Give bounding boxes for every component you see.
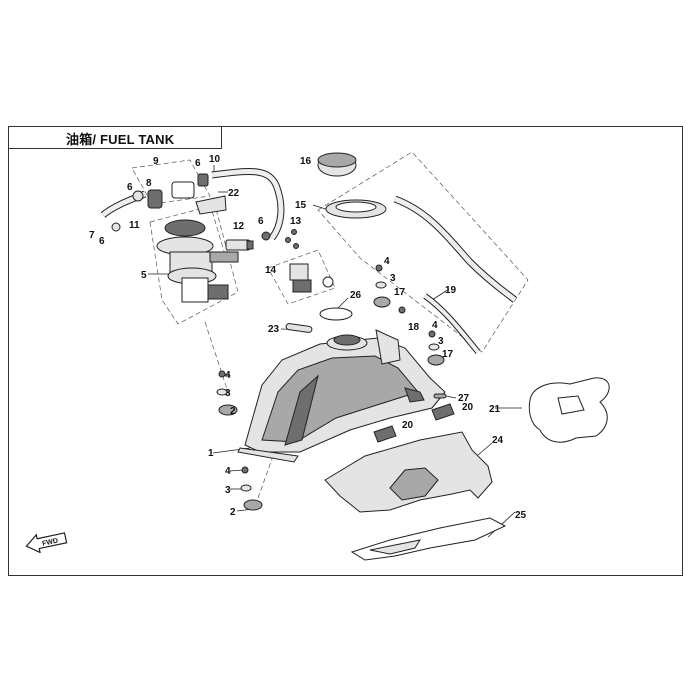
fuel-hoses [100,168,518,354]
callout-23: 23 [268,324,280,335]
fwd-label: FWD [42,538,59,548]
pin [433,393,447,399]
fuel-tank [237,329,446,463]
callout-27: 27 [458,393,470,404]
callout-24: 24 [492,435,504,446]
callout-12: 12 [233,221,245,232]
callout-4: 4 [225,370,231,381]
fuel-pump [156,219,239,303]
callout-18: 18 [408,322,420,333]
callout-6: 6 [127,182,133,193]
callout-16: 16 [300,156,312,167]
page-title: 油箱/ FUEL TANK [66,132,175,147]
callout-17: 17 [394,287,406,298]
callout-3: 3 [225,388,231,399]
gasket [285,307,353,333]
callout-4: 4 [384,256,390,267]
rubber-pads [373,403,455,443]
heat-shield [324,431,493,513]
quick-connector [225,231,271,251]
callouts: 1 2 2 3 3 3 3 4 4 4 4 5 6 6 6 6 7 8 9 10… [89,154,527,521]
diagram-frame [8,126,683,576]
callout-4: 4 [432,320,438,331]
callout-21: 21 [489,404,501,415]
callout-19: 19 [445,285,457,296]
mount-hardware [216,264,445,511]
callout-10: 10 [209,154,221,165]
fuel-sender [285,229,334,293]
callout-6: 6 [195,158,201,169]
callout-3: 3 [438,336,444,347]
callout-15: 15 [295,200,307,211]
shield-liner [350,517,507,561]
callout-2: 2 [230,507,236,518]
callout-25: 25 [515,510,527,521]
callout-11: 11 [129,220,140,231]
title-box [8,126,222,149]
fwd-arrow-icon: FWD [25,532,68,553]
callout-22: 22 [228,188,240,199]
callout-2: 2 [230,406,236,417]
mat [528,377,610,443]
callout-26: 26 [350,290,362,301]
callout-20: 20 [462,402,474,413]
callout-13: 13 [290,216,302,227]
callout-1: 1 [208,448,214,459]
callout-3: 3 [225,485,231,496]
callout-8: 8 [146,178,152,189]
callout-20: 20 [402,420,414,431]
callout-4: 4 [225,466,231,477]
callout-9: 9 [153,156,159,167]
callout-17: 17 [442,349,454,360]
fuel-cap [317,152,387,219]
callout-5: 5 [141,270,147,281]
callout-6: 6 [99,236,105,247]
callout-7: 7 [89,230,95,241]
fuel-filter [111,173,227,232]
callout-14: 14 [265,265,277,276]
callout-3: 3 [390,273,396,284]
callout-6: 6 [258,216,264,227]
